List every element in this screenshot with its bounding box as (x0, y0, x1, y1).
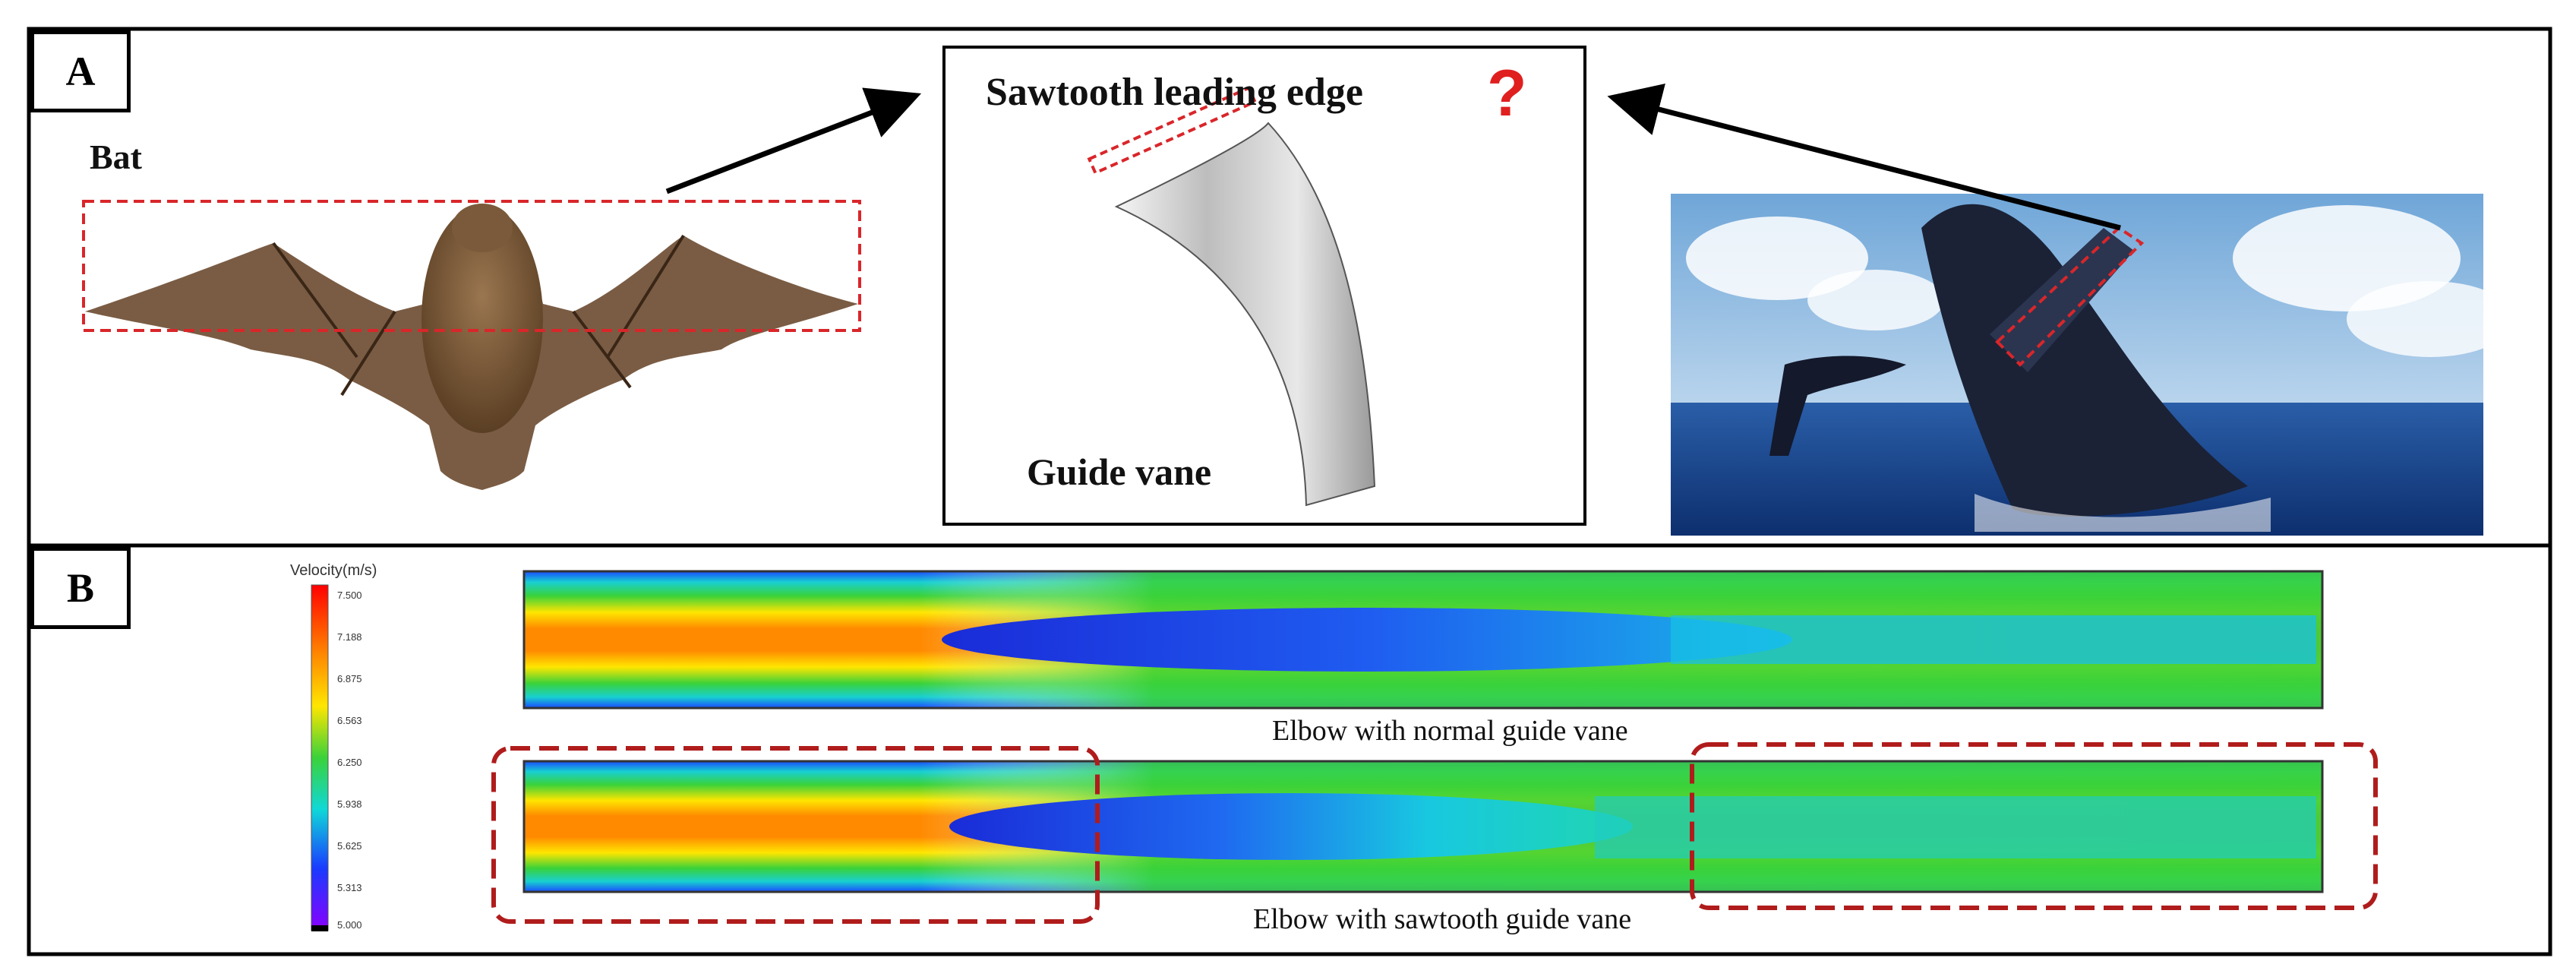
legend-tick: 5.625 (337, 840, 362, 852)
highlight-region-left (491, 746, 1100, 924)
whale-fin-highlight (1995, 226, 2145, 367)
bat-highlight-box (82, 200, 861, 332)
legend-tick: 6.563 (337, 715, 362, 726)
legend-tick: 5.938 (337, 798, 362, 810)
guide-vane-label: Guide vane (1027, 450, 1212, 493)
question-mark: ? (1487, 57, 1527, 130)
velocity-colorbar (311, 584, 329, 931)
whale-image (1671, 194, 2514, 536)
outer-frame (27, 27, 2552, 956)
legend-title: Velocity(m/s) (290, 562, 377, 579)
bat-image (85, 204, 858, 490)
legend-tick: 7.500 (337, 590, 362, 601)
bat-label: Bat (90, 138, 142, 176)
arrow-bat-to-vane (665, 87, 922, 194)
contour-normal-vane (522, 570, 2324, 710)
caption-normal-vane: Elbow with normal guide vane (1272, 715, 1628, 747)
arrow-whale-to-vane (1607, 84, 2121, 231)
legend-tick: 6.250 (337, 757, 362, 768)
caption-sawtooth-vane: Elbow with sawtooth guide vane (1253, 903, 1632, 935)
legend-tick: 7.188 (337, 631, 362, 643)
panel-label-a: A (30, 30, 131, 112)
legend-tick: 5.313 (337, 882, 362, 893)
highlight-region-right (1690, 742, 2378, 910)
panel-label-b: B (30, 547, 131, 629)
contour-sawtooth-vane (522, 760, 2324, 893)
legend-tick: 6.875 (337, 673, 362, 684)
sawtooth-title: Sawtooth leading edge (986, 71, 1363, 114)
legend-tick: 5.000 (337, 919, 362, 931)
